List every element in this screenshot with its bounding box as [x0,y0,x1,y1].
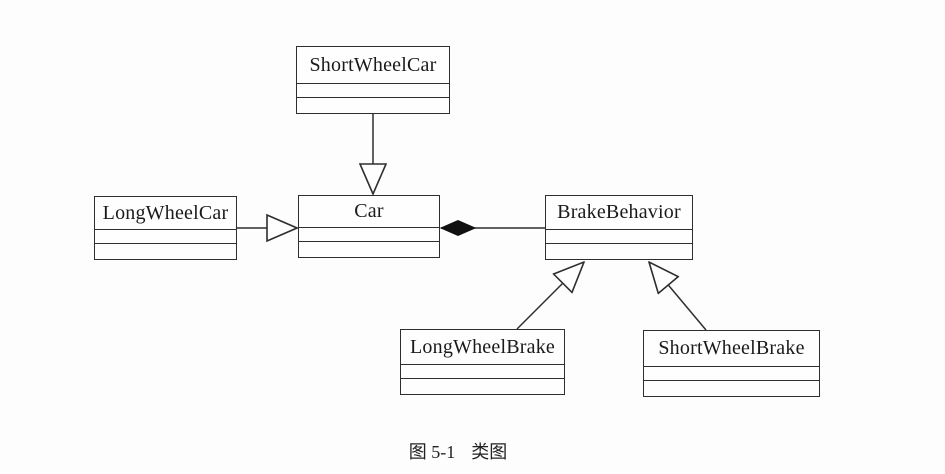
attributes-compartment [299,228,439,242]
generalization-arrow-longwheelbrake-to-brakebehavior [516,262,584,330]
operations-compartment [546,244,692,259]
class-name-car: Car [299,196,439,228]
class-name-shortwheelbrake: ShortWheelBrake [644,331,819,367]
attributes-compartment [401,365,564,379]
class-box-shortwheelbrake: ShortWheelBrake [643,330,820,397]
attributes-compartment [546,230,692,244]
class-name-brakebehavior: BrakeBehavior [546,196,692,230]
figure-number: 图 5-1 [408,442,456,462]
class-name-longwheelbrake: LongWheelBrake [401,330,564,365]
operations-compartment [644,381,819,396]
class-box-longwheelcar: LongWheelCar [94,196,237,260]
operations-compartment [297,98,449,113]
operations-compartment [299,242,439,257]
class-box-longwheelbrake: LongWheelBrake [400,329,565,395]
class-box-brakebehavior: BrakeBehavior [545,195,693,260]
attributes-compartment [95,230,236,244]
operations-compartment [401,379,564,394]
figure-caption: 图 5-1 类图 [338,438,578,464]
class-box-car: Car [298,195,440,258]
figure-title: 类图 [471,442,508,462]
class-name-longwheelcar: LongWheelCar [95,197,236,230]
attributes-compartment [297,84,449,98]
attributes-compartment [644,367,819,381]
class-name-shortwheelcar: ShortWheelCar [297,47,449,84]
class-box-shortwheelcar: ShortWheelCar [296,46,450,114]
generalization-arrow-shortwheelbrake-to-brakebehavior [649,262,707,331]
operations-compartment [95,244,236,259]
